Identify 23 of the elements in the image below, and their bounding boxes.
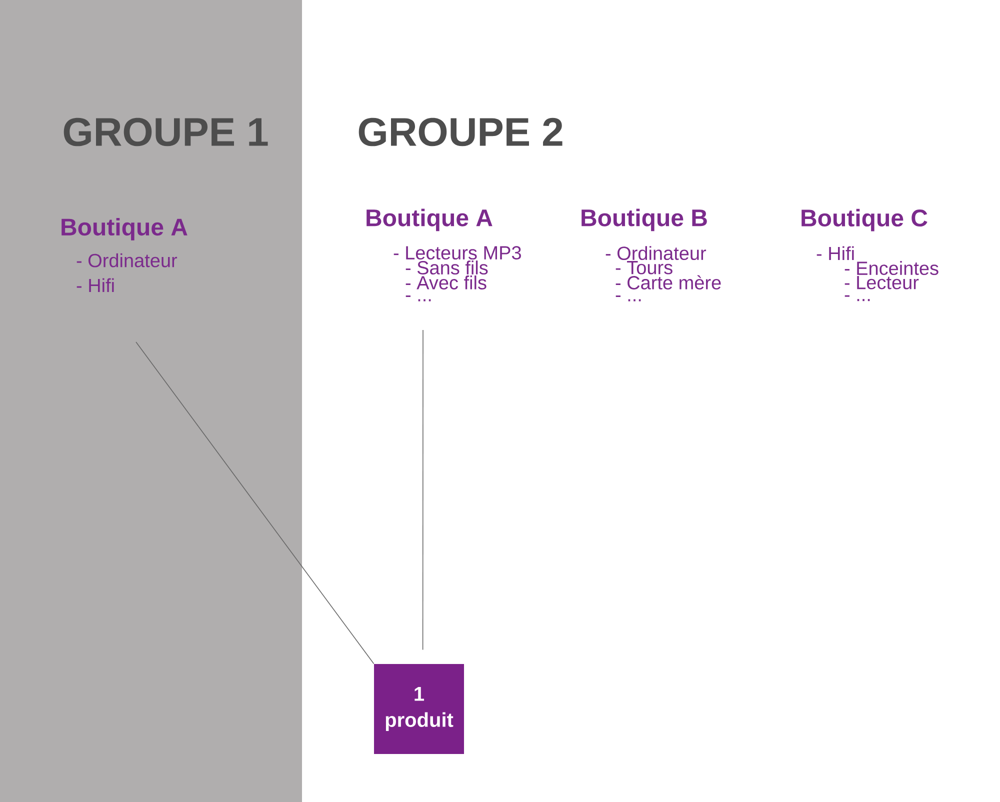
shop-heading: Boutique A — [366, 208, 492, 232]
product-box: 1 produit — [374, 664, 464, 754]
list-item: - Enceintes — [844, 261, 938, 275]
list-item: - Lecteur — [844, 276, 919, 290]
list-item: - ... — [406, 295, 431, 302]
group-title: GROUPE 2 — [358, 118, 562, 146]
list-item: - Hifi — [76, 278, 114, 292]
list-item: - Sans fils — [406, 260, 488, 274]
list-item: - Hifi — [816, 246, 854, 260]
list-item: - Avec fils — [406, 276, 486, 290]
shop-heading: Boutique C — [802, 208, 928, 232]
connector-line — [422, 330, 424, 650]
list-item: - Carte mère — [616, 275, 721, 290]
list-item: - Ordinateur — [606, 246, 706, 260]
list-item: - Ordinateur — [76, 253, 178, 268]
list-item: - ... — [844, 295, 870, 302]
list-item: - ... — [616, 296, 641, 302]
shop-heading: Boutique B — [582, 208, 707, 232]
shop-heading: Boutique A — [62, 218, 188, 240]
list-item: - Lecteurs MP3 — [394, 246, 521, 260]
connector-line — [136, 342, 374, 664]
list-item: - Tours — [616, 261, 672, 274]
group-title: GROUPE 1 — [64, 118, 268, 146]
